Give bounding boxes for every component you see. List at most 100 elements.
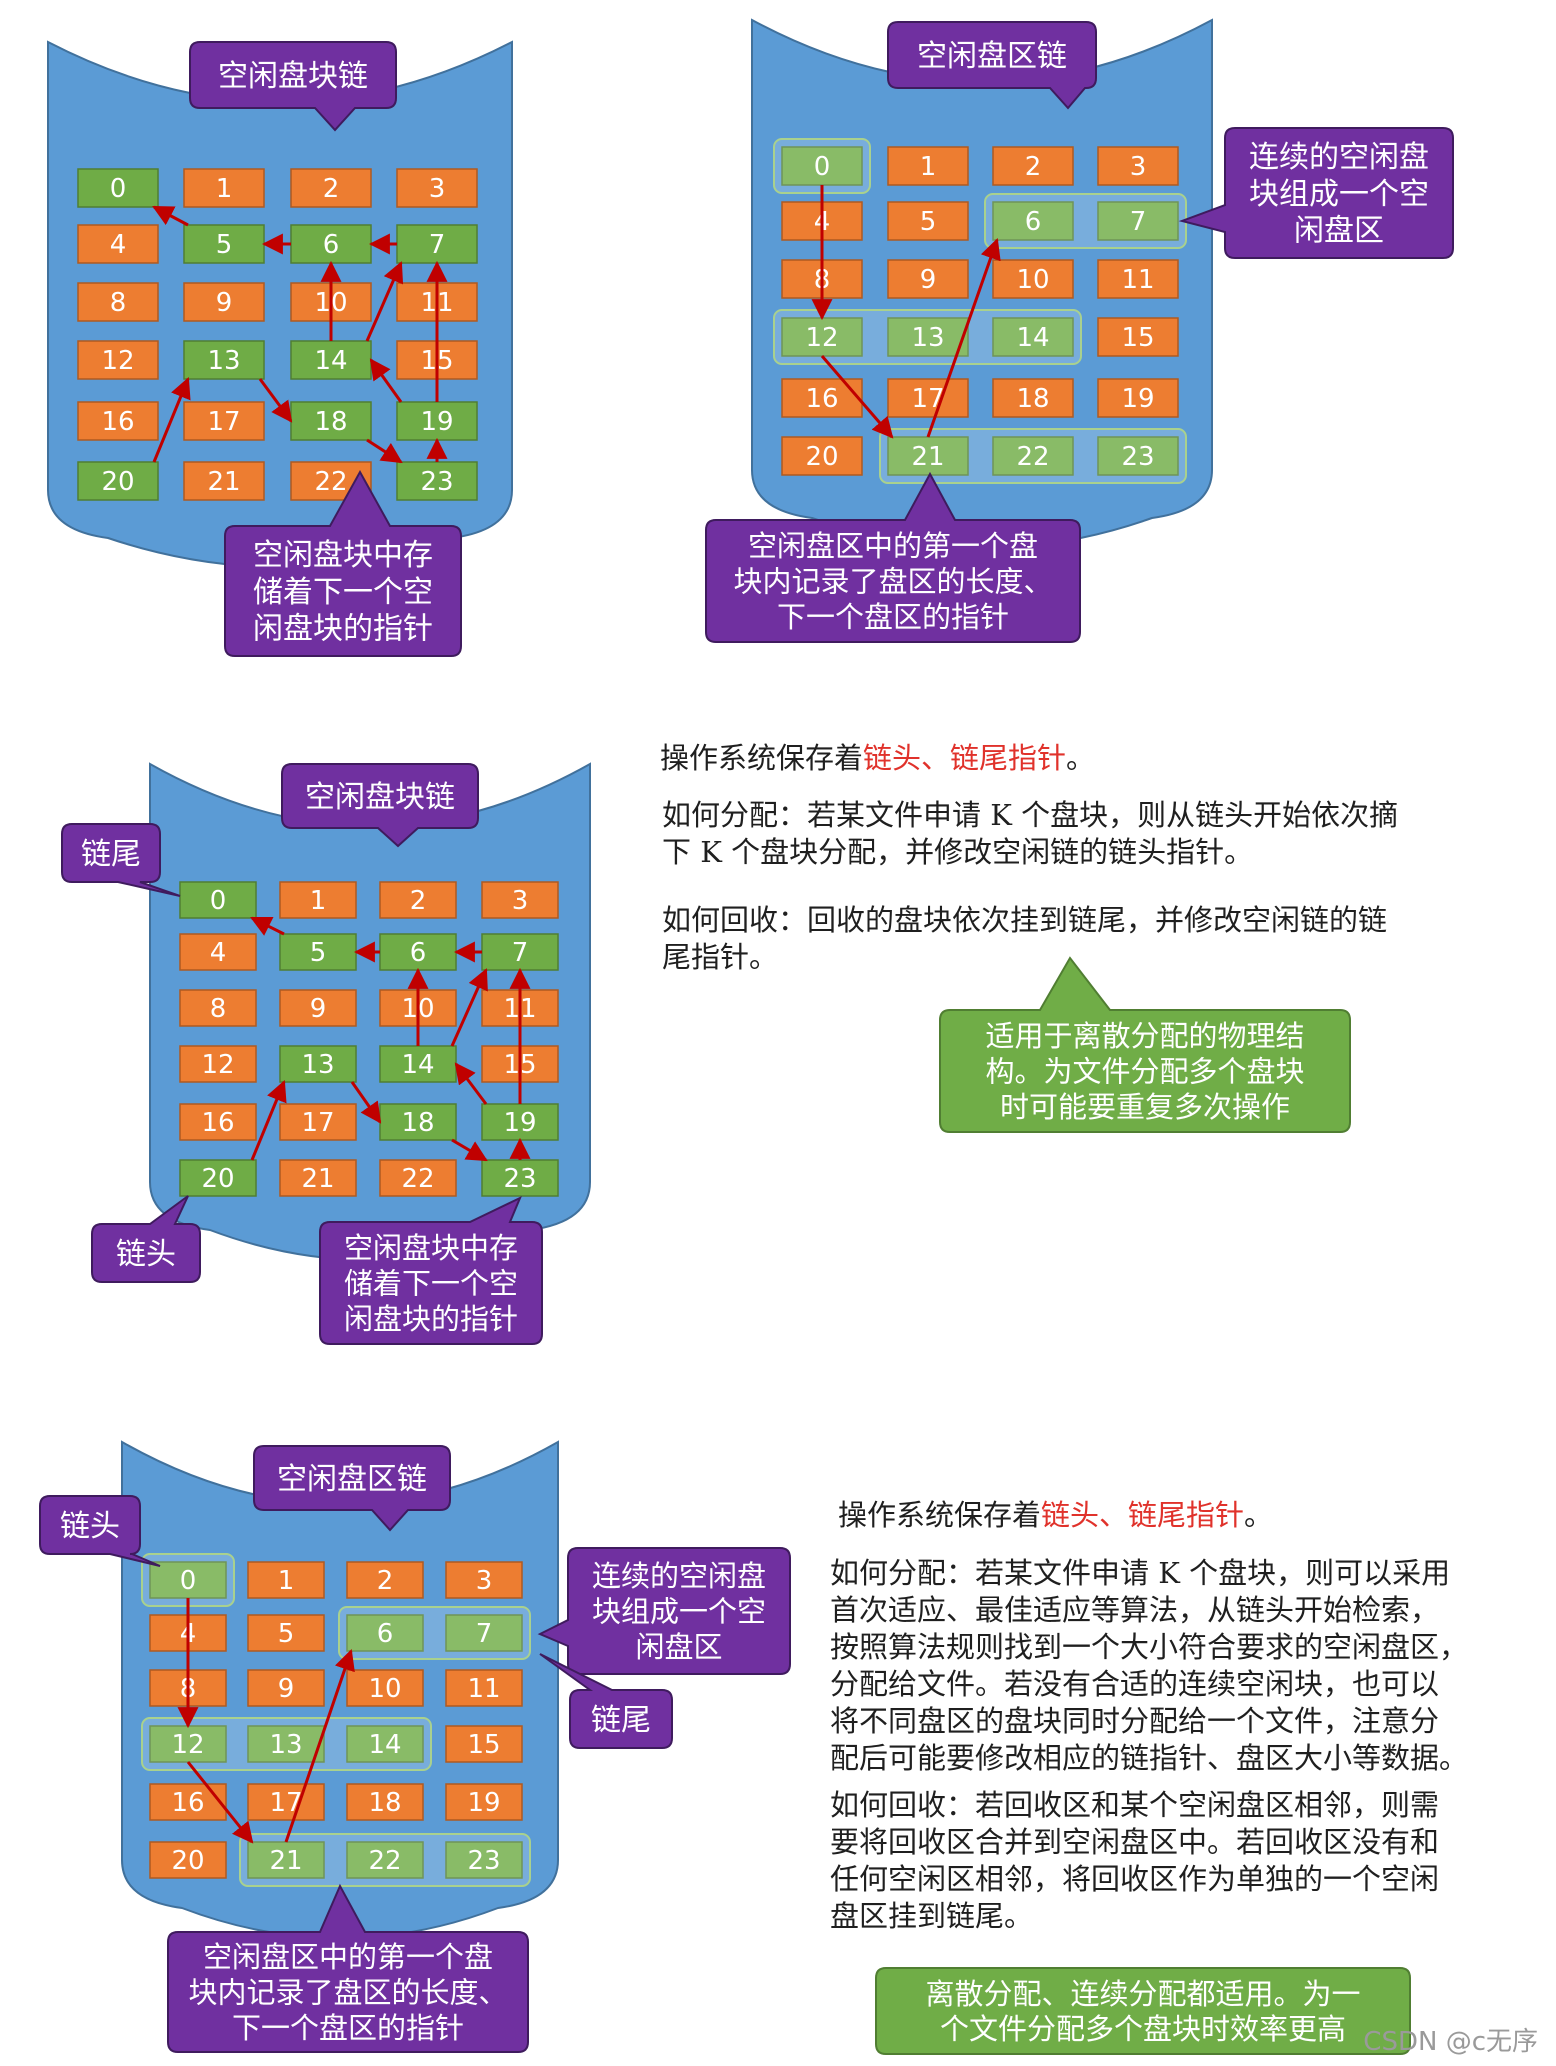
d3-block-20 [179, 1159, 257, 1197]
d4-tail-callout-shape [539, 1653, 673, 1749]
d2-block-label-14: 14 [1016, 323, 1049, 353]
d3-block-label-21: 21 [301, 1164, 334, 1194]
d1-arrow-13-18 [258, 378, 293, 423]
s4-green-note-shape [875, 1967, 1411, 2055]
d4-head-callout-line: 链头 [60, 1509, 120, 1544]
d4-block-label-22: 22 [368, 1846, 401, 1876]
d4-block-label-23: 23 [467, 1846, 500, 1876]
d3-arrow-18-23 [451, 1138, 488, 1162]
d2-block-label-18: 18 [1016, 384, 1049, 414]
d3-block-12 [179, 1045, 257, 1083]
d1-block-7 [396, 224, 478, 264]
d4-block-label-15: 15 [467, 1730, 500, 1760]
d2-title-callout-shape [887, 21, 1097, 110]
d3-block-label-7: 7 [512, 938, 529, 968]
d3-block-label-4: 4 [210, 938, 227, 968]
d2-note-callout-line: 块内记录了盘区的长度、 [733, 564, 1052, 598]
d3-block-label-20: 20 [201, 1164, 234, 1194]
d1-arrow-18-23 [366, 438, 403, 464]
d4-block-label-21: 21 [269, 1846, 302, 1876]
d4-block-label-20: 20 [171, 1846, 204, 1876]
d2-block-21 [887, 436, 969, 476]
d1-block-label-13: 13 [207, 346, 240, 376]
d3-tail-callout-line: 链尾 [81, 837, 141, 872]
d2-block-label-9: 9 [920, 265, 937, 295]
d4-block-18 [346, 1783, 424, 1821]
d2-block-label-7: 7 [1130, 207, 1147, 237]
d4-block-20 [149, 1841, 227, 1879]
d4-block-7 [445, 1614, 523, 1652]
d1-block-label-7: 7 [429, 230, 446, 260]
d3-arrow-14-7 [450, 968, 488, 1047]
d3-block-6 [379, 933, 457, 971]
s3-recycle-text: 如何回收：回收的盘块依次挂到链尾，并修改空闲链的链尾指针。 [662, 903, 1388, 974]
d3-block-22 [379, 1159, 457, 1197]
d4-block-label-3: 3 [476, 1566, 493, 1596]
d1-note-callout-shape [224, 469, 462, 657]
d2-block-7 [1097, 201, 1179, 241]
d2-block-label-11: 11 [1121, 265, 1154, 295]
s4-green-note-line: 离散分配、连续分配都适用。为一 [925, 1977, 1360, 2011]
d4-block-3 [445, 1561, 523, 1599]
s3-storage-line: 操作系统保存着链头、链尾指针。 [660, 741, 1096, 775]
d4-block-label-10: 10 [368, 1674, 401, 1704]
d1-block-17 [183, 401, 265, 441]
d2-region-0-0 [773, 138, 871, 194]
d3-tail-callout: 链尾 [61, 823, 181, 897]
d3-block-label-23: 23 [503, 1164, 536, 1194]
d1-block-label-14: 14 [314, 346, 347, 376]
d3-block-19 [481, 1103, 559, 1141]
d3-block-label-17: 17 [301, 1108, 334, 1138]
d4-head-callout-shape [39, 1495, 161, 1567]
d3-block-label-16: 16 [201, 1108, 234, 1138]
d3-tail-callout-shape [61, 823, 181, 897]
d3-block-label-5: 5 [310, 938, 327, 968]
d2-block-label-12: 12 [805, 323, 838, 353]
d2-block-17 [887, 378, 969, 418]
d2-block-23 [1097, 436, 1179, 476]
d1-block-label-2: 2 [323, 174, 340, 204]
d4-block-16 [149, 1783, 227, 1821]
d3-block-label-19: 19 [503, 1108, 536, 1138]
d1-arrow-19-14 [369, 358, 403, 403]
d4-block-6 [346, 1614, 424, 1652]
d1-block-14 [290, 340, 372, 380]
d4-block-label-7: 7 [476, 1619, 493, 1649]
d3-title-callout-shape [281, 763, 479, 848]
d2-block-10 [992, 259, 1074, 299]
d1-block-13 [183, 340, 265, 380]
d1-block-0 [77, 168, 159, 208]
d3-block-label-2: 2 [410, 886, 427, 916]
d2-right-callout-line: 连续的空闲盘 [1249, 140, 1429, 175]
d4-tail-callout-line: 链尾 [591, 1703, 651, 1738]
d4-title-callout-line: 空闲盘区链 [277, 1462, 427, 1497]
d1-note-callout-line: 闲盘块的指针 [253, 611, 433, 646]
s3-alloc-text: 如何分配：若某文件申请 K 个盘块，则从链头开始依次摘下 K 个盘块分配，并修改… [662, 798, 1399, 869]
d2-note-callout-line: 空闲盘区中的第一个盘 [748, 529, 1038, 563]
d2-block-label-13: 13 [911, 323, 944, 353]
d1-block-label-1: 1 [216, 174, 233, 204]
d1-block-23 [396, 461, 478, 501]
d4-block-label-5: 5 [278, 1619, 295, 1649]
d3-block-label-8: 8 [210, 994, 227, 1024]
d1-block-label-16: 16 [101, 407, 134, 437]
d4-block-label-9: 9 [278, 1674, 295, 1704]
d3-title-callout: 空闲盘块链 [281, 763, 479, 848]
d2-block-13 [887, 317, 969, 357]
d3-block-23 [481, 1159, 559, 1197]
d4-block-9 [247, 1669, 325, 1707]
d1-block-3 [396, 168, 478, 208]
d3-arrow-5-0 [250, 916, 285, 936]
d2-block-9 [887, 259, 969, 299]
d2-block-label-1: 1 [920, 152, 937, 182]
d2-block-16 [781, 378, 863, 418]
d1-note-callout-line: 储着下一个空 [253, 575, 433, 610]
d3-block-5 [279, 933, 357, 971]
d1-block-label-6: 6 [323, 230, 340, 260]
d3-block-21 [279, 1159, 357, 1197]
